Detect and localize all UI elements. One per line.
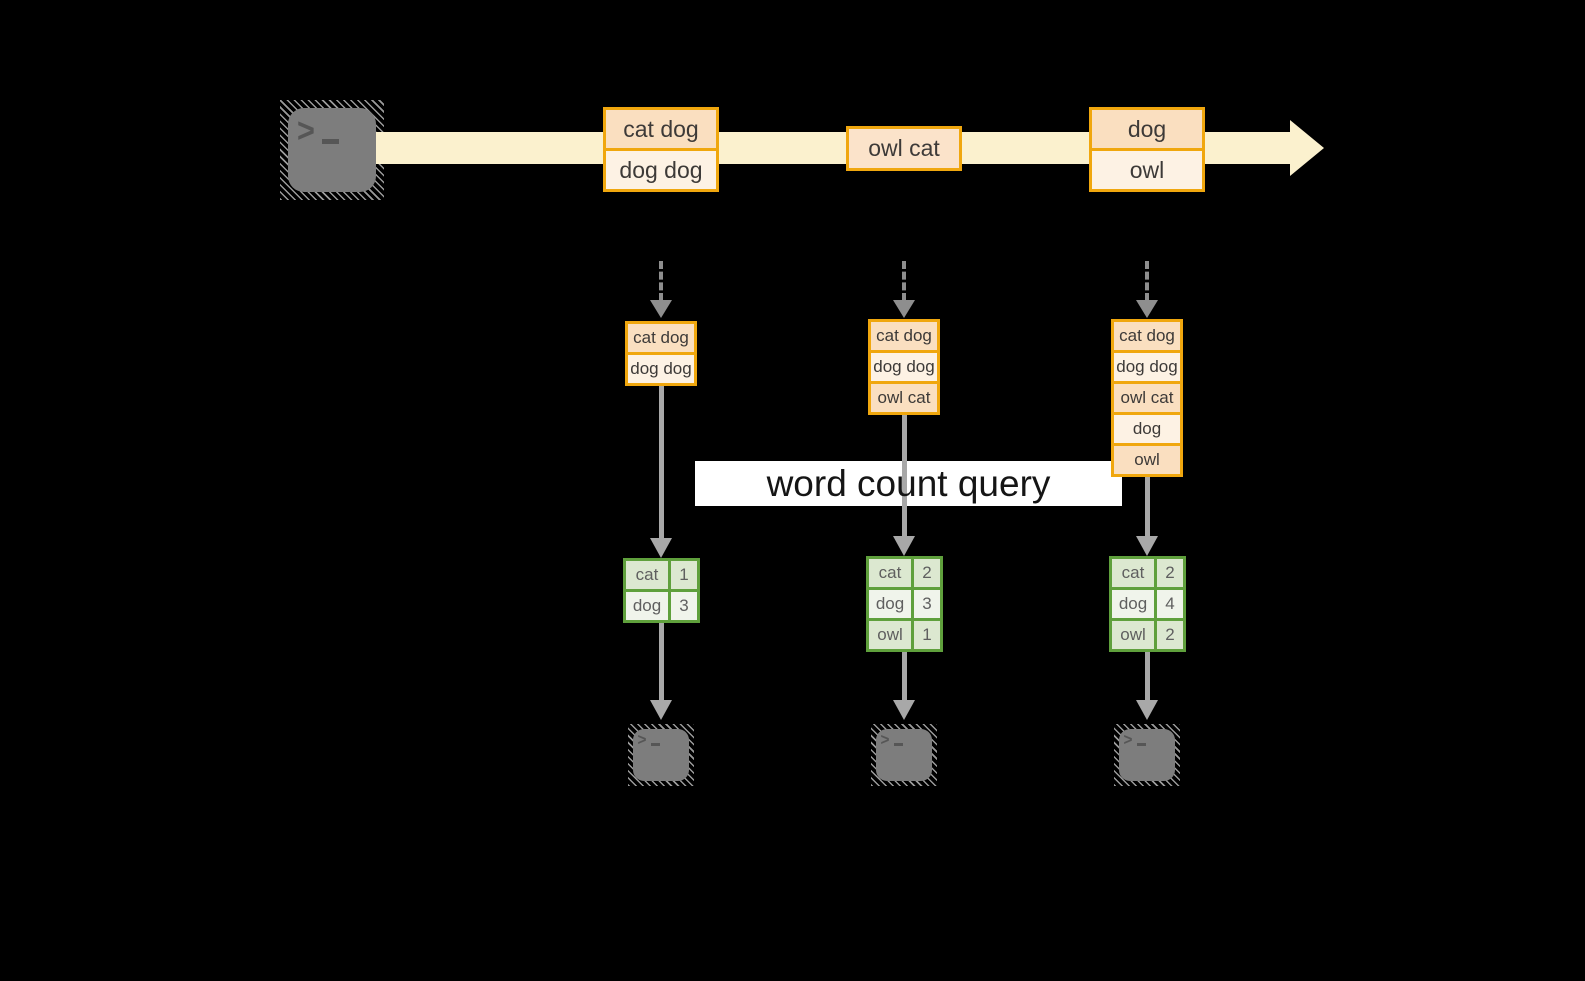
count-table-1: cat 1 dog 3 (623, 558, 700, 623)
prompt-icon: > (296, 114, 339, 148)
dashed-arrow-line (1145, 261, 1149, 301)
dashed-arrow-line (902, 261, 906, 301)
event-row: owl (1092, 148, 1202, 189)
word-cell: owl (1112, 621, 1154, 649)
chevron-right-icon: > (296, 112, 315, 150)
chevron-right-icon: > (637, 730, 647, 749)
arrow-down-icon (1136, 700, 1158, 720)
underscore-cursor-icon (650, 743, 660, 746)
arrow-down-icon (893, 700, 915, 720)
arrow-down-icon (893, 536, 915, 556)
stream-arrow-head (1290, 120, 1324, 176)
buffer-row: dog dog (628, 352, 694, 383)
word-cell: dog (1112, 590, 1154, 618)
count-table-2: cat 2 dog 3 owl 1 (866, 556, 943, 652)
buffer-row: owl cat (871, 381, 937, 412)
query-band (695, 461, 1122, 506)
count-cell: 4 (1157, 590, 1183, 618)
prompt-icon: > (637, 731, 660, 748)
event-row: dog dog (606, 148, 716, 189)
arrow-down-icon (650, 700, 672, 720)
buffer-row: cat dog (871, 322, 937, 350)
word-cell: dog (626, 592, 668, 620)
prompt-icon: > (880, 731, 903, 748)
arrow-down-icon (650, 538, 672, 558)
word-cell: owl (869, 621, 911, 649)
terminal-screen (1119, 729, 1175, 781)
connector-line (659, 623, 664, 700)
buffer-row: cat dog (628, 324, 694, 352)
count-cell: 3 (671, 592, 697, 620)
word-cell: cat (626, 561, 668, 589)
terminal-screen (633, 729, 689, 781)
terminal-icon: > (1114, 724, 1180, 786)
underscore-cursor-icon (321, 139, 339, 144)
connector-line (659, 386, 664, 538)
underscore-cursor-icon (1136, 743, 1146, 746)
buffer-row: owl cat (1114, 381, 1180, 412)
query-label: word count query (766, 462, 1051, 504)
dashed-arrow-line (659, 261, 663, 301)
count-cell: 1 (914, 621, 940, 649)
terminal-screen (876, 729, 932, 781)
chevron-right-icon: > (1123, 730, 1133, 749)
connector-line (902, 415, 907, 536)
count-cell: 2 (1157, 621, 1183, 649)
word-cell: dog (869, 590, 911, 618)
terminal-screen (288, 108, 376, 192)
arrow-down-icon (650, 300, 672, 318)
terminal-icon: > (628, 724, 694, 786)
count-cell: 2 (914, 559, 940, 587)
stream-event-box-3: dog owl (1089, 107, 1205, 192)
count-cell: 2 (1157, 559, 1183, 587)
buffer-row: dog (1114, 412, 1180, 443)
terminal-icon: > (280, 100, 384, 200)
connector-line (1145, 652, 1150, 700)
prompt-icon: > (1123, 731, 1146, 748)
buffer-stack-3: cat dog dog dog owl cat dog owl (1111, 319, 1183, 477)
word-cell: cat (869, 559, 911, 587)
underscore-cursor-icon (893, 743, 903, 746)
buffer-stack-1: cat dog dog dog (625, 321, 697, 386)
buffer-row: owl (1114, 443, 1180, 474)
count-cell: 1 (671, 561, 697, 589)
buffer-row: dog dog (871, 350, 937, 381)
connector-line (902, 652, 907, 700)
buffer-row: dog dog (1114, 350, 1180, 381)
stream-event-box-1: cat dog dog dog (603, 107, 719, 192)
event-row: cat dog (606, 110, 716, 148)
terminal-icon: > (871, 724, 937, 786)
connector-line (1145, 477, 1150, 536)
stream-event-box-2: owl cat (846, 126, 962, 171)
arrow-down-icon (1136, 536, 1158, 556)
word-cell: cat (1112, 559, 1154, 587)
event-row: owl cat (849, 129, 959, 168)
count-table-3: cat 2 dog 4 owl 2 (1109, 556, 1186, 652)
buffer-row: cat dog (1114, 322, 1180, 350)
event-row: dog (1092, 110, 1202, 148)
count-cell: 3 (914, 590, 940, 618)
buffer-stack-2: cat dog dog dog owl cat (868, 319, 940, 415)
chevron-right-icon: > (880, 730, 890, 749)
arrow-down-icon (893, 300, 915, 318)
arrow-down-icon (1136, 300, 1158, 318)
